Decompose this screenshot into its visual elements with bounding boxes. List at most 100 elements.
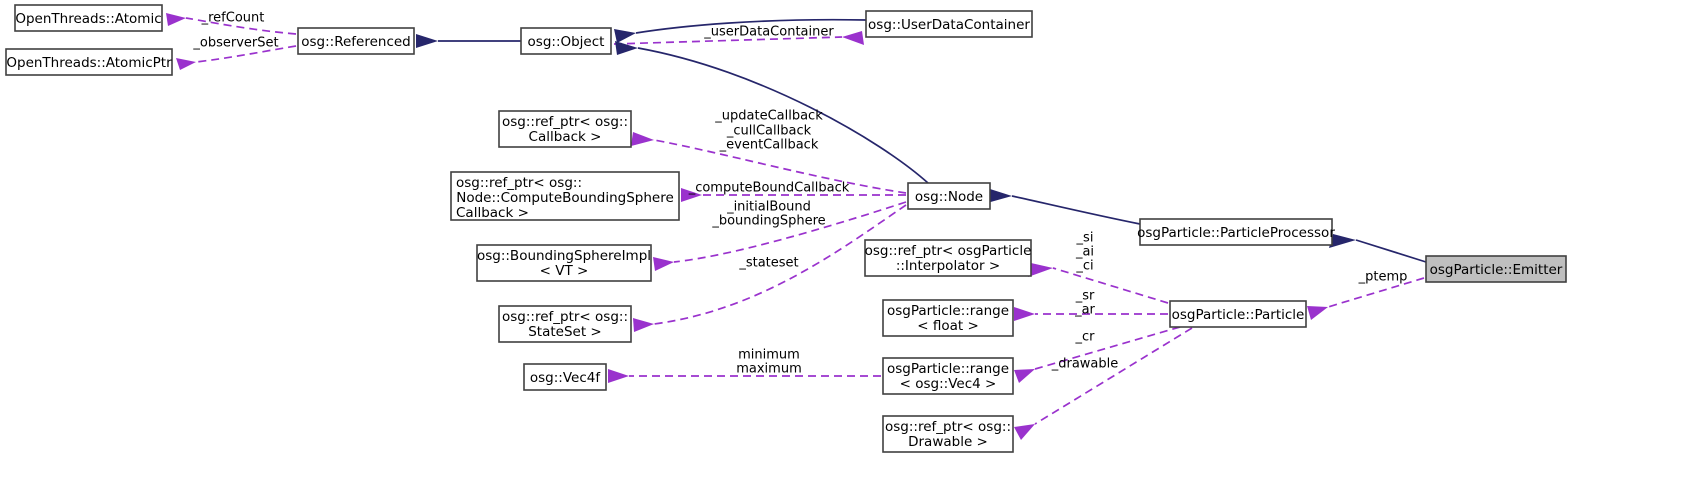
node-label-refptr-stateset-line1: osg::ref_ptr< osg::	[502, 309, 628, 325]
edge-label-layer: _refCount _observerSet _userDataContaine…	[192, 11, 1407, 377]
node-box-osg-userdatacontainer[interactable]	[865, 10, 1033, 38]
edge-label-boundingsphere-line2: _boundingSphere	[711, 214, 825, 229]
edge-particleprocessor-node	[987, 189, 1141, 225]
node-osg-refptr-drawable[interactable]: osg::ref_ptr< osg:: Drawable >	[882, 415, 1014, 453]
node-osg-object[interactable]: osg::Object	[520, 27, 612, 55]
node-box-osg-refptr-interpolator[interactable]	[864, 239, 1032, 277]
node-label-openthreads-atomicptr: OpenThreads::AtomicPtr	[6, 55, 172, 71]
node-label-osg-refptr-callback-line1: osg::ref_ptr< osg::	[502, 114, 628, 130]
node-box-openthreads-atomicptr[interactable]	[5, 48, 173, 76]
node-openthreads-atomicptr[interactable]: OpenThreads::AtomicPtr	[5, 48, 173, 76]
node-label-refptr-drawable-line1: osg::ref_ptr< osg::	[885, 419, 1011, 435]
node-osg-refptr-computeboundingspherecallback[interactable]: osg::ref_ptr< osg:: Node::ComputeBoundin…	[450, 171, 680, 221]
node-label-refptr-interpolator-line2: ::Interpolator >	[896, 258, 1000, 274]
node-openthreads-atomic[interactable]: OpenThreads::Atomic	[14, 4, 163, 32]
node-osgparticle-particleprocessor[interactable]: osgParticle::ParticleProcessor	[1137, 218, 1335, 246]
node-box-openthreads-atomic[interactable]	[14, 4, 163, 32]
node-label-cbs-line2: Node::ComputeBoundingSphere	[456, 190, 674, 206]
node-label-openthreads-atomic: OpenThreads::Atomic	[15, 11, 161, 27]
edge-observerset	[176, 45, 297, 70]
edge-ptemp	[1307, 277, 1425, 320]
node-label-osg-userdatacontainer: osg::UserDataContainer	[868, 17, 1030, 33]
edge-label-ptemp: _ptemp	[1358, 270, 1408, 285]
node-box-osg-vec4f[interactable]	[523, 363, 607, 391]
edge-drawable	[1014, 327, 1193, 440]
edge-label-cr: _cr	[1075, 330, 1096, 345]
edge-callbacks	[631, 132, 907, 194]
edge-cr	[1014, 326, 1181, 383]
node-box-osg-boundingsphereimpl[interactable]	[476, 244, 652, 282]
node-osg-refptr-callback[interactable]: osg::ref_ptr< osg:: Callback >	[498, 110, 632, 148]
edge-si-ai-ci	[1028, 263, 1169, 304]
edge-initialbound	[653, 201, 907, 271]
edge-label-ai: _ai	[1075, 245, 1094, 260]
node-box-osg-refptr-stateset[interactable]	[498, 305, 632, 343]
node-box-osgparticle-range-float[interactable]	[882, 299, 1014, 337]
node-box-osg-referenced[interactable]	[297, 27, 415, 55]
node-osg-boundingsphereimpl[interactable]: osg::BoundingSphereImpl < VT >	[476, 244, 652, 282]
node-box-osgparticle-particle[interactable]	[1169, 300, 1307, 328]
edge-label-ar: _ar	[1074, 303, 1095, 318]
node-osgparticle-range-vec4[interactable]: osgParticle::range < osg::Vec4 >	[882, 357, 1014, 395]
node-box-osg-refptr-callback[interactable]	[498, 110, 632, 148]
node-osgparticle-range-float[interactable]: osgParticle::range < float >	[882, 299, 1014, 337]
node-osg-referenced[interactable]: osg::Referenced	[297, 27, 415, 55]
node-box-osgparticle-range-vec4[interactable]	[882, 357, 1014, 395]
node-label-range-float-line1: osgParticle::range	[887, 303, 1009, 319]
edge-label-maximum: maximum	[736, 362, 802, 377]
edge-object-referenced	[416, 34, 521, 48]
edge-label-initialbound: _initialBound _boundingSphere	[711, 200, 825, 229]
node-osg-refptr-stateset[interactable]: osg::ref_ptr< osg:: StateSet >	[498, 305, 632, 343]
edge-label-callbacks: _updateCallback _cullCallback _eventCall…	[714, 109, 823, 153]
edge-label-si-ai-ci: _si _ai _ci	[1075, 231, 1094, 274]
node-osgparticle-particle[interactable]: osgParticle::Particle	[1169, 300, 1307, 328]
edge-userdatacontainer-usage	[613, 31, 864, 45]
node-osg-refptr-interpolator[interactable]: osg::ref_ptr< osgParticle ::Interpolator…	[864, 239, 1032, 277]
edge-label-stateset: _stateset	[738, 256, 798, 271]
edge-label-sr-ar: _sr _ar	[1074, 289, 1095, 318]
edge-label-si: _si	[1076, 231, 1094, 246]
node-label-range-vec4-line1: osgParticle::range	[887, 361, 1009, 377]
node-label-osg-referenced: osg::Referenced	[301, 34, 411, 50]
edge-label-computeboundcallback: _computeBoundCallback	[688, 181, 850, 196]
node-label-boundingsphereimpl-line1: osg::BoundingSphereImpl	[477, 248, 651, 264]
edge-computeboundcallback	[681, 188, 906, 202]
edge-label-minimum: minimum	[738, 348, 800, 363]
edge-label-drawable: _drawable	[1051, 357, 1119, 372]
node-box-osg-refptr-computeboundingspherecallback[interactable]	[450, 171, 680, 221]
node-label-osgparticle-particleprocessor: osgParticle::ParticleProcessor	[1137, 225, 1335, 241]
node-box-osg-node[interactable]	[907, 182, 991, 210]
node-label-refptr-interpolator-line1: osg::ref_ptr< osgParticle	[865, 243, 1032, 259]
edge-label-minmax: minimum maximum	[736, 348, 802, 377]
node-box-osg-object[interactable]	[520, 27, 612, 55]
edge-label-refcount: _refCount	[201, 11, 265, 26]
node-label-cbs-line1: osg::ref_ptr< osg::	[456, 175, 582, 191]
edge-label-initialbound-line1: _initialBound	[726, 200, 811, 215]
node-layer: OpenThreads::Atomic OpenThreads::AtomicP…	[5, 4, 1567, 453]
edge-label-eventcallback: _eventCallback	[719, 138, 819, 153]
edge-node-object	[615, 41, 929, 184]
node-label-refptr-drawable-line2: Drawable >	[908, 434, 988, 450]
node-osg-vec4f[interactable]: osg::Vec4f	[523, 363, 607, 391]
node-box-osgparticle-emitter[interactable]	[1425, 255, 1567, 283]
node-label-osgparticle-emitter: osgParticle::Emitter	[1430, 262, 1563, 278]
edge-label-updatecallback: _updateCallback	[714, 109, 823, 124]
node-label-osg-refptr-callback-line2: Callback >	[529, 129, 602, 145]
node-box-osg-refptr-drawable[interactable]	[882, 415, 1014, 453]
node-label-osgparticle-particle: osgParticle::Particle	[1172, 307, 1305, 323]
node-osgparticle-emitter[interactable]: osgParticle::Emitter	[1425, 255, 1567, 283]
node-label-osg-object: osg::Object	[528, 34, 605, 50]
node-label-range-vec4-line2: < osg::Vec4 >	[900, 376, 997, 392]
edge-label-ci: _ci	[1075, 259, 1093, 274]
edge-stateset	[633, 204, 907, 332]
edge-refcount	[166, 13, 297, 35]
node-osg-node[interactable]: osg::Node	[907, 182, 991, 210]
edge-label-sr: _sr	[1075, 289, 1095, 304]
edge-userdatacontainer-object	[614, 18, 867, 43]
node-osg-userdatacontainer[interactable]: osg::UserDataContainer	[865, 10, 1033, 38]
node-box-osgparticle-particleprocessor[interactable]	[1139, 218, 1333, 246]
edge-layer	[166, 13, 1427, 440]
node-label-boundingsphereimpl-line2: < VT >	[540, 263, 589, 279]
